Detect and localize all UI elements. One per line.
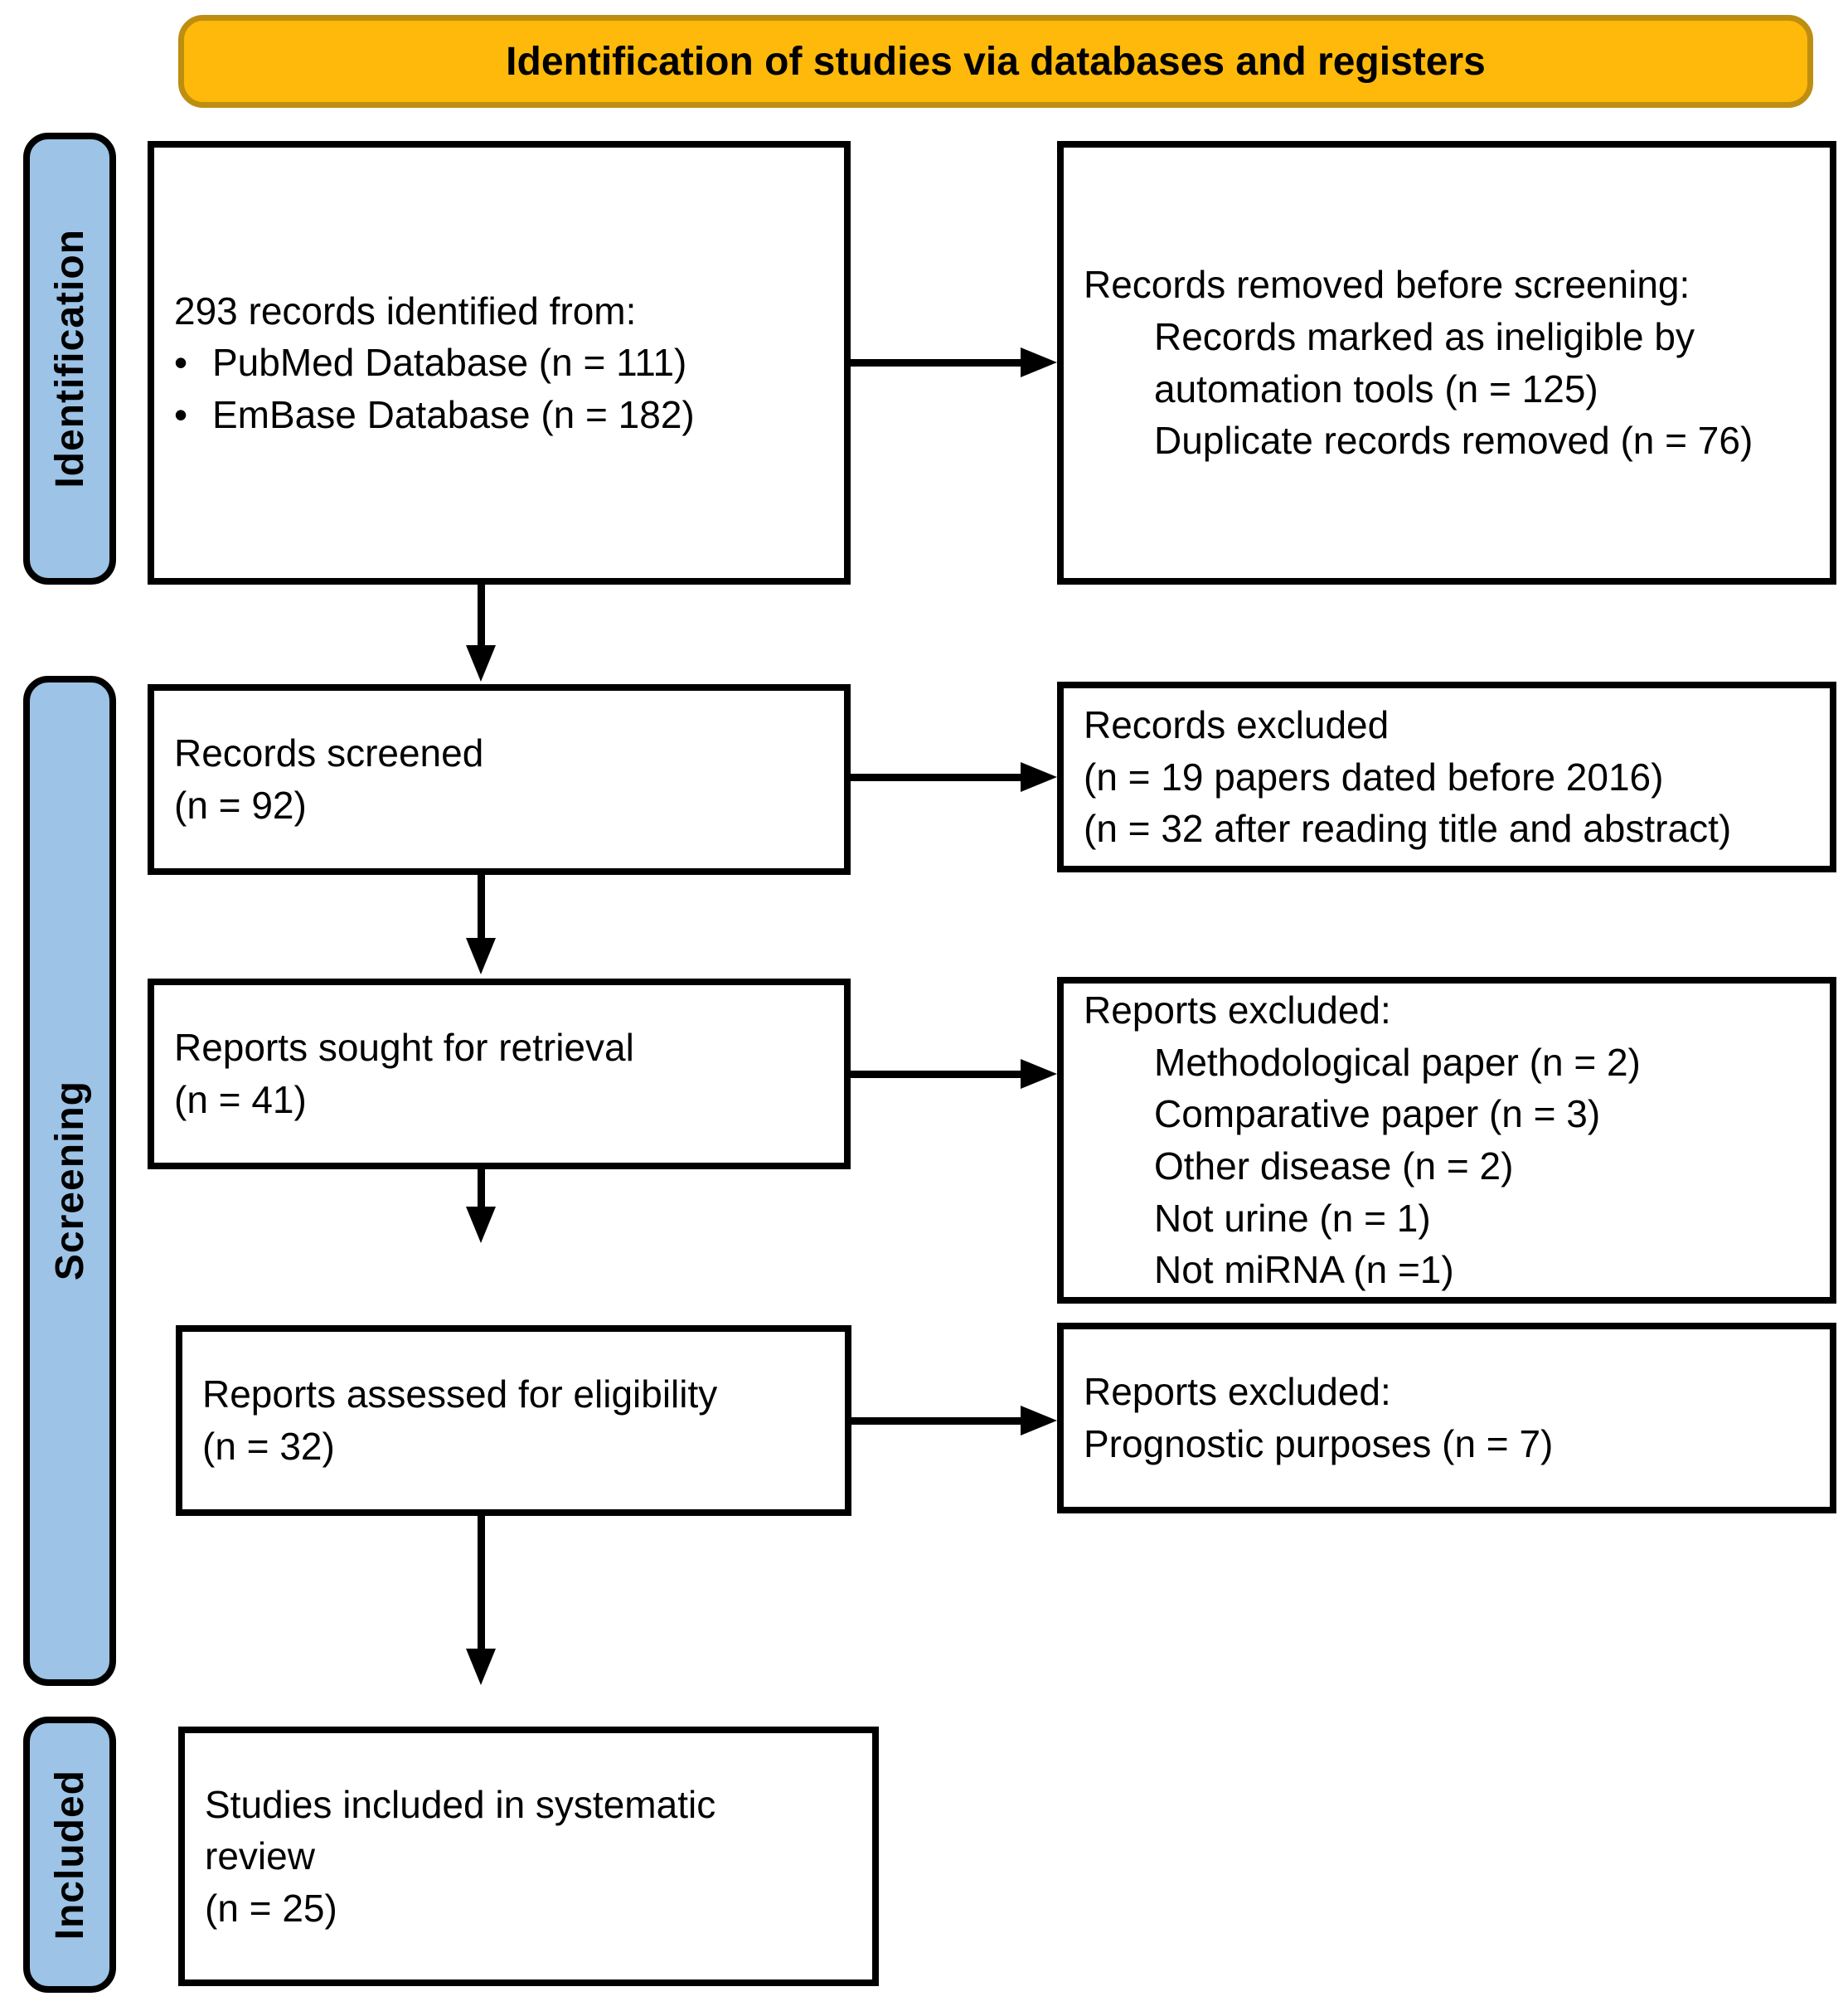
records-screened-box: Records screened (n = 92) <box>148 684 851 875</box>
records-excluded-line2: (n = 19 papers dated before 2016) <box>1084 755 1664 799</box>
stage-label-screening: Screening <box>23 676 116 1686</box>
reports-assessed-line2: (n = 32) <box>202 1425 335 1468</box>
bullet-icon: • <box>174 392 188 436</box>
reports-excluded-retrieval-intro: Reports excluded: <box>1084 988 1391 1032</box>
reports-sought-line2: (n = 41) <box>174 1078 307 1121</box>
reports-assessed-line1: Reports assessed for eligibility <box>202 1372 718 1416</box>
arrow-stem <box>851 359 1021 367</box>
excluded-item-other-disease: Other disease (n = 2) <box>1154 1144 1514 1188</box>
flow-title: Identification of studies via databases … <box>506 39 1486 84</box>
excluded-item-comparative: Comparative paper (n = 3) <box>1154 1092 1601 1136</box>
studies-included-line2: review <box>205 1834 315 1878</box>
records-identified-item-embase: EmBase Database (n = 182) <box>212 392 695 436</box>
arrow-stem <box>851 1417 1021 1425</box>
arrow-stem <box>478 1168 485 1209</box>
records-identified-item-pubmed: PubMed Database (n = 111) <box>212 341 687 385</box>
studies-included-line1: Studies included in systematic <box>205 1782 716 1826</box>
bullet-icon: • <box>174 341 188 385</box>
records-screened-line2: (n = 92) <box>174 784 307 827</box>
arrowhead-right-icon <box>1021 1059 1057 1089</box>
reports-excluded-eligibility-box: Reports excluded: Prognostic purposes (n… <box>1057 1323 1836 1513</box>
arrowhead-right-icon <box>1021 1406 1057 1435</box>
arrowhead-down-icon <box>466 938 496 974</box>
reports-sought-line1: Reports sought for retrieval <box>174 1026 634 1070</box>
records-excluded-box: Records excluded (n = 19 papers dated be… <box>1057 682 1836 872</box>
excluded-item-not-mirna: Not miRNA (n =1) <box>1154 1248 1454 1292</box>
records-identified-box: 293 records identified from: • PubMed Da… <box>148 141 851 585</box>
arrowhead-right-icon <box>1021 347 1057 377</box>
arrowhead-down-icon <box>466 645 496 682</box>
reports-excluded-eligibility-line2: Prognostic purposes (n = 7) <box>1084 1422 1554 1465</box>
arrowhead-down-icon <box>466 1649 496 1685</box>
arrow-stem <box>851 1071 1021 1078</box>
reports-assessed-box: Reports assessed for eligibility (n = 32… <box>176 1325 851 1516</box>
stage-label-identification-text: Identification <box>47 229 92 488</box>
records-removed-intro: Records removed before screening: <box>1084 263 1690 307</box>
arrow-stem <box>851 774 1021 781</box>
reports-sought-box: Reports sought for retrieval (n = 41) <box>148 979 851 1169</box>
records-removed-item-duplicates: Duplicate records removed (n = 76) <box>1154 419 1753 463</box>
records-removed-box: Records removed before screening: Record… <box>1057 141 1836 585</box>
stage-label-included-text: Included <box>47 1769 92 1941</box>
excluded-item-not-urine: Not urine (n = 1) <box>1154 1196 1431 1240</box>
studies-included-box: Studies included in systematic review (n… <box>178 1727 879 1986</box>
stage-label-screening-text: Screening <box>47 1081 92 1281</box>
list-item: • EmBase Database (n = 182) <box>174 389 827 441</box>
records-screened-line1: Records screened <box>174 731 484 775</box>
records-excluded-line1: Records excluded <box>1084 703 1390 747</box>
studies-included-line3: (n = 25) <box>205 1886 337 1930</box>
stage-label-identification: Identification <box>23 133 116 585</box>
records-removed-item-automation: Records marked as ineligible by automati… <box>1154 314 1695 410</box>
arrow-stem <box>478 585 485 648</box>
records-excluded-line3: (n = 32 after reading title and abstract… <box>1084 807 1732 851</box>
flow-title-banner: Identification of studies via databases … <box>178 15 1813 108</box>
arrow-stem <box>478 872 485 940</box>
stage-label-included: Included <box>23 1717 116 1993</box>
list-item: • PubMed Database (n = 111) <box>174 337 827 389</box>
records-identified-intro: 293 records identified from: <box>174 289 637 333</box>
arrow-stem <box>478 1514 485 1650</box>
excluded-item-methodological: Methodological paper (n = 2) <box>1154 1040 1641 1084</box>
reports-excluded-retrieval-box: Reports excluded: Methodological paper (… <box>1057 977 1836 1304</box>
arrowhead-down-icon <box>466 1207 496 1243</box>
arrowhead-right-icon <box>1021 762 1057 792</box>
reports-excluded-eligibility-line1: Reports excluded: <box>1084 1370 1391 1414</box>
